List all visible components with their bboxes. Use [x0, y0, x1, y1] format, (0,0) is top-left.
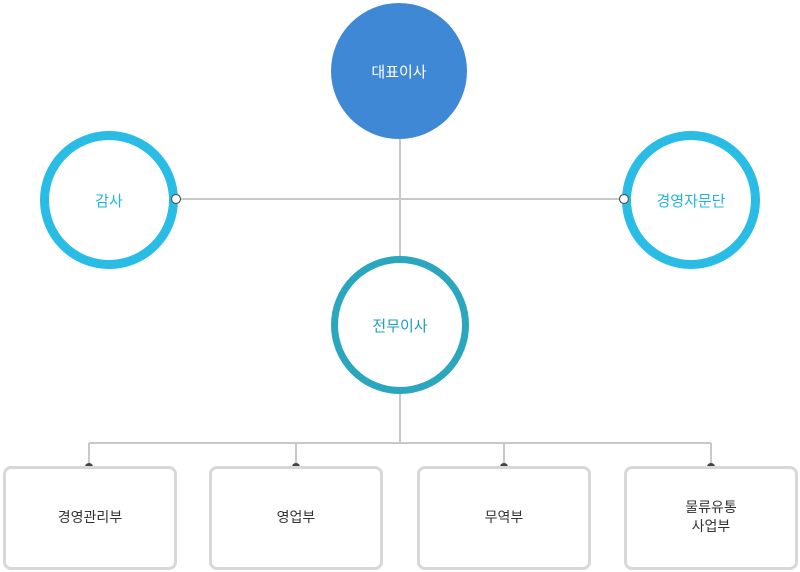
advisory-connector-dot: [618, 193, 630, 205]
ceo-node: 대표이사: [331, 3, 467, 139]
department-label: 영업부: [276, 509, 316, 526]
ceo-label: 대표이사: [371, 62, 427, 81]
department-trade-box: 무역부: [417, 466, 591, 570]
department-label: 경영관리부: [57, 509, 123, 526]
department-logistics-box: 물류유통 사업부: [624, 466, 798, 570]
department-label: 무역부: [484, 509, 524, 526]
executive-director-node: 전무이사: [331, 256, 469, 394]
department-sales-box: 영업부: [209, 466, 383, 570]
executive-director-label: 전무이사: [372, 316, 428, 335]
department-label: 물류유통 사업부: [685, 500, 737, 535]
department-management-box: 경영관리부: [3, 466, 177, 570]
audit-label: 감사: [95, 191, 123, 210]
advisory-label: 경영자문단: [656, 191, 726, 210]
audit-connector-dot: [170, 193, 182, 205]
